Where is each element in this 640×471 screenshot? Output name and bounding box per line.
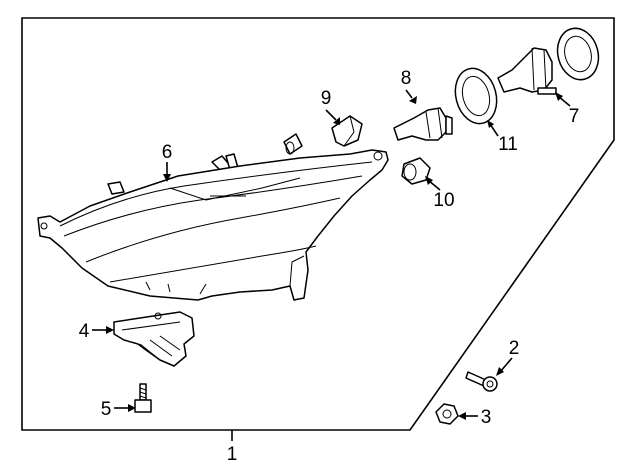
assembly-boundary — [21, 17, 615, 431]
callout-6[interactable]: 6 — [162, 142, 173, 163]
leader-8 — [405, 89, 413, 99]
callout-9[interactable]: 9 — [321, 88, 332, 109]
callout-4[interactable]: 4 — [79, 321, 90, 342]
screw-2[interactable] — [465, 371, 498, 392]
bulb-7[interactable] — [497, 47, 557, 95]
leader-2 — [499, 357, 513, 373]
callout-8[interactable]: 8 — [401, 68, 412, 89]
callout-2[interactable]: 2 — [509, 338, 520, 359]
seal-ring-far[interactable] — [552, 24, 604, 85]
halogen-bulb-8[interactable] — [393, 107, 453, 141]
small-bulb-socket[interactable] — [283, 133, 303, 155]
cap-10[interactable] — [401, 157, 431, 185]
bracket-4[interactable] — [113, 311, 195, 367]
callout-1[interactable]: 1 — [227, 444, 238, 465]
bolt-5[interactable] — [134, 383, 152, 413]
seal-ring-11[interactable] — [449, 64, 502, 128]
headlamp-housing[interactable] — [37, 149, 389, 301]
callout-11[interactable]: 11 — [498, 134, 518, 155]
nut-3[interactable] — [435, 403, 459, 425]
leader-9 — [325, 109, 337, 121]
callout-5[interactable]: 5 — [101, 399, 112, 420]
callout-3[interactable]: 3 — [481, 407, 492, 428]
callout-7[interactable]: 7 — [569, 106, 580, 127]
callout-10[interactable]: 10 — [433, 190, 454, 211]
